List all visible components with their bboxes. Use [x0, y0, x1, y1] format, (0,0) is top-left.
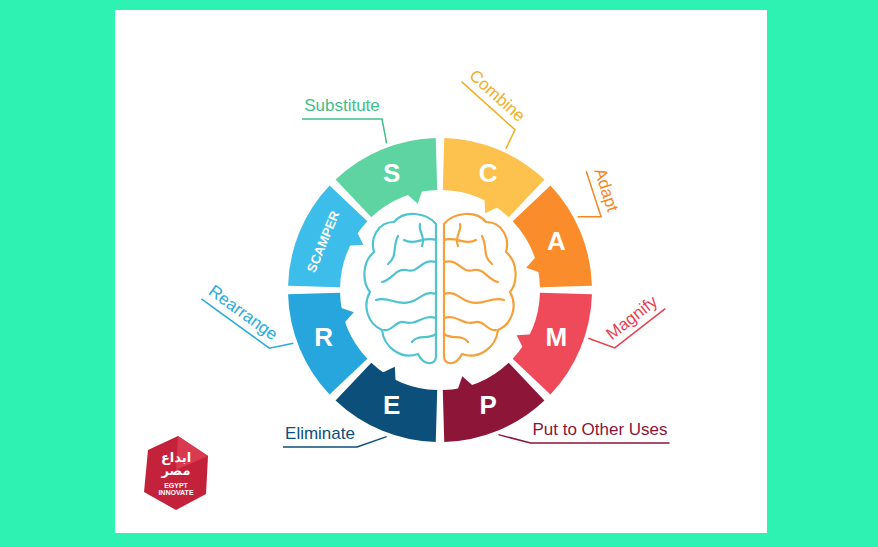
- segment-tail: [517, 334, 533, 349]
- segment-group: [336, 138, 438, 217]
- logo-text: ابداع مصر: [153, 451, 199, 477]
- segment-letter: A: [547, 227, 566, 257]
- segment-group: [443, 363, 545, 442]
- segment-tail: [484, 197, 499, 213]
- segment-arc: [288, 186, 367, 288]
- segment-letter: E: [383, 391, 400, 421]
- segment-letter: R: [314, 323, 333, 353]
- segment-arc: [443, 138, 545, 217]
- segment-tail: [406, 188, 423, 203]
- segment-tail: [338, 307, 353, 324]
- segment-arc: [336, 138, 438, 217]
- segment-group: [288, 186, 367, 288]
- segment-group: [288, 293, 367, 395]
- logo-shape: [144, 436, 208, 510]
- segment-label: Substitute: [304, 96, 380, 116]
- leader-line: [302, 119, 387, 143]
- segment-letter: S: [383, 159, 400, 189]
- white-panel: [115, 10, 767, 533]
- segment-group: [513, 186, 592, 288]
- brain-right-hemisphere: [444, 214, 516, 363]
- segment-letter: P: [480, 391, 497, 421]
- segment-tail: [526, 256, 541, 273]
- ring-segment: RRearrange: [287, 292, 378, 396]
- segment-tail: [347, 230, 363, 245]
- segment-label: Eliminate: [285, 424, 355, 444]
- logo-text: EGYPT INNOVATE: [156, 482, 196, 496]
- ring-segment: PPut to Other Uses: [442, 352, 546, 443]
- brain-left-hemisphere: [364, 214, 436, 363]
- segment-group: [443, 138, 545, 217]
- segment-label: Put to Other Uses: [532, 420, 667, 440]
- segment-arc: [288, 293, 367, 395]
- segment-arc: [513, 186, 592, 288]
- segment-letter: M: [546, 323, 568, 353]
- segment-tail: [380, 367, 395, 383]
- ring-segment: AAdapt: [502, 184, 593, 288]
- segment-tail: [457, 376, 474, 391]
- segment-arc: [513, 293, 592, 395]
- segment-arc: [443, 363, 545, 442]
- ring-segment: SSubstitute: [334, 137, 438, 228]
- segment-group: [513, 293, 592, 395]
- segment-letter: C: [479, 159, 498, 189]
